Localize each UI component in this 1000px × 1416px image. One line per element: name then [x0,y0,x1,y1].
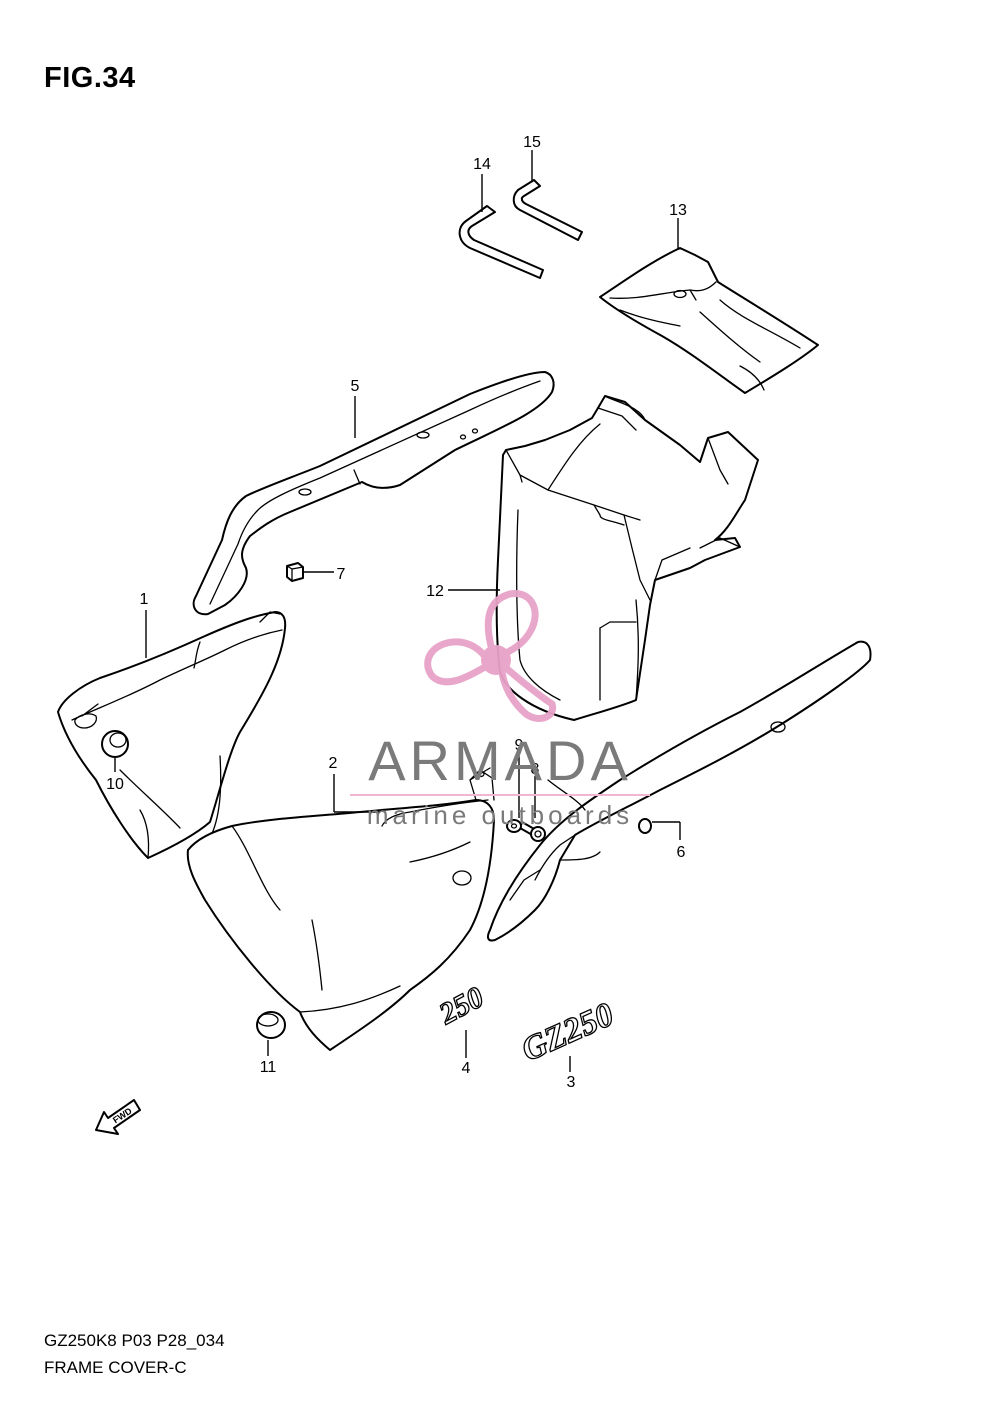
leader-lines [114,150,681,1072]
part-2-frame-cover-right [186,767,495,1051]
callout-7: 7 [337,566,346,583]
callout-8: 8 [531,761,540,778]
part-13-tool-bag [599,247,819,394]
part-8-bolt [519,821,546,842]
callout-1: 1 [140,591,149,608]
part-3-emblem-gz250: GZ250 [516,995,620,1069]
figure-title: FIG.34 [44,62,136,94]
part-6-frame-cover-lower [486,640,872,942]
callout-labels: 1 2 3 4 5 6 7 8 9 10 11 12 13 14 15 [106,134,687,1091]
callout-4: 4 [462,1060,471,1077]
part-9-washer [506,819,522,833]
callout-10: 10 [106,776,124,793]
watermark-brand: ARMADA [368,729,632,792]
watermark-tagline: marine outboards [367,800,633,830]
part-4-emblem-250: 250 [432,980,489,1032]
part-11-grommet [256,1011,286,1039]
callout-11: 11 [260,1059,277,1076]
emblem-gz250-text: GZ250 [516,996,619,1069]
callout-6: 6 [677,844,686,861]
callout-14: 14 [473,156,491,173]
figure-code: GZ250K8 P03 P28_034 [44,1331,225,1350]
part-12-inner-fender [495,395,759,721]
part-5-frame-cover [192,371,555,616]
fwd-arrow-icon: FWD [95,1099,141,1135]
callout-3: 3 [567,1074,576,1091]
callout-9: 9 [515,737,524,754]
callout-12: 12 [426,583,444,600]
emblem-250-text: 250 [433,980,489,1031]
callout-5: 5 [351,378,360,395]
part-15-hex-wrench [512,179,583,241]
callout-2: 2 [329,755,338,772]
callout-15: 15 [523,134,541,151]
callout-13: 13 [669,202,687,219]
part-7-clip [286,562,304,582]
part-1-frame-cover-left [57,611,287,859]
propeller-icon [424,590,557,722]
part-14-hex-wrench [458,205,544,279]
figure-name: FRAME COVER-C [44,1358,187,1377]
